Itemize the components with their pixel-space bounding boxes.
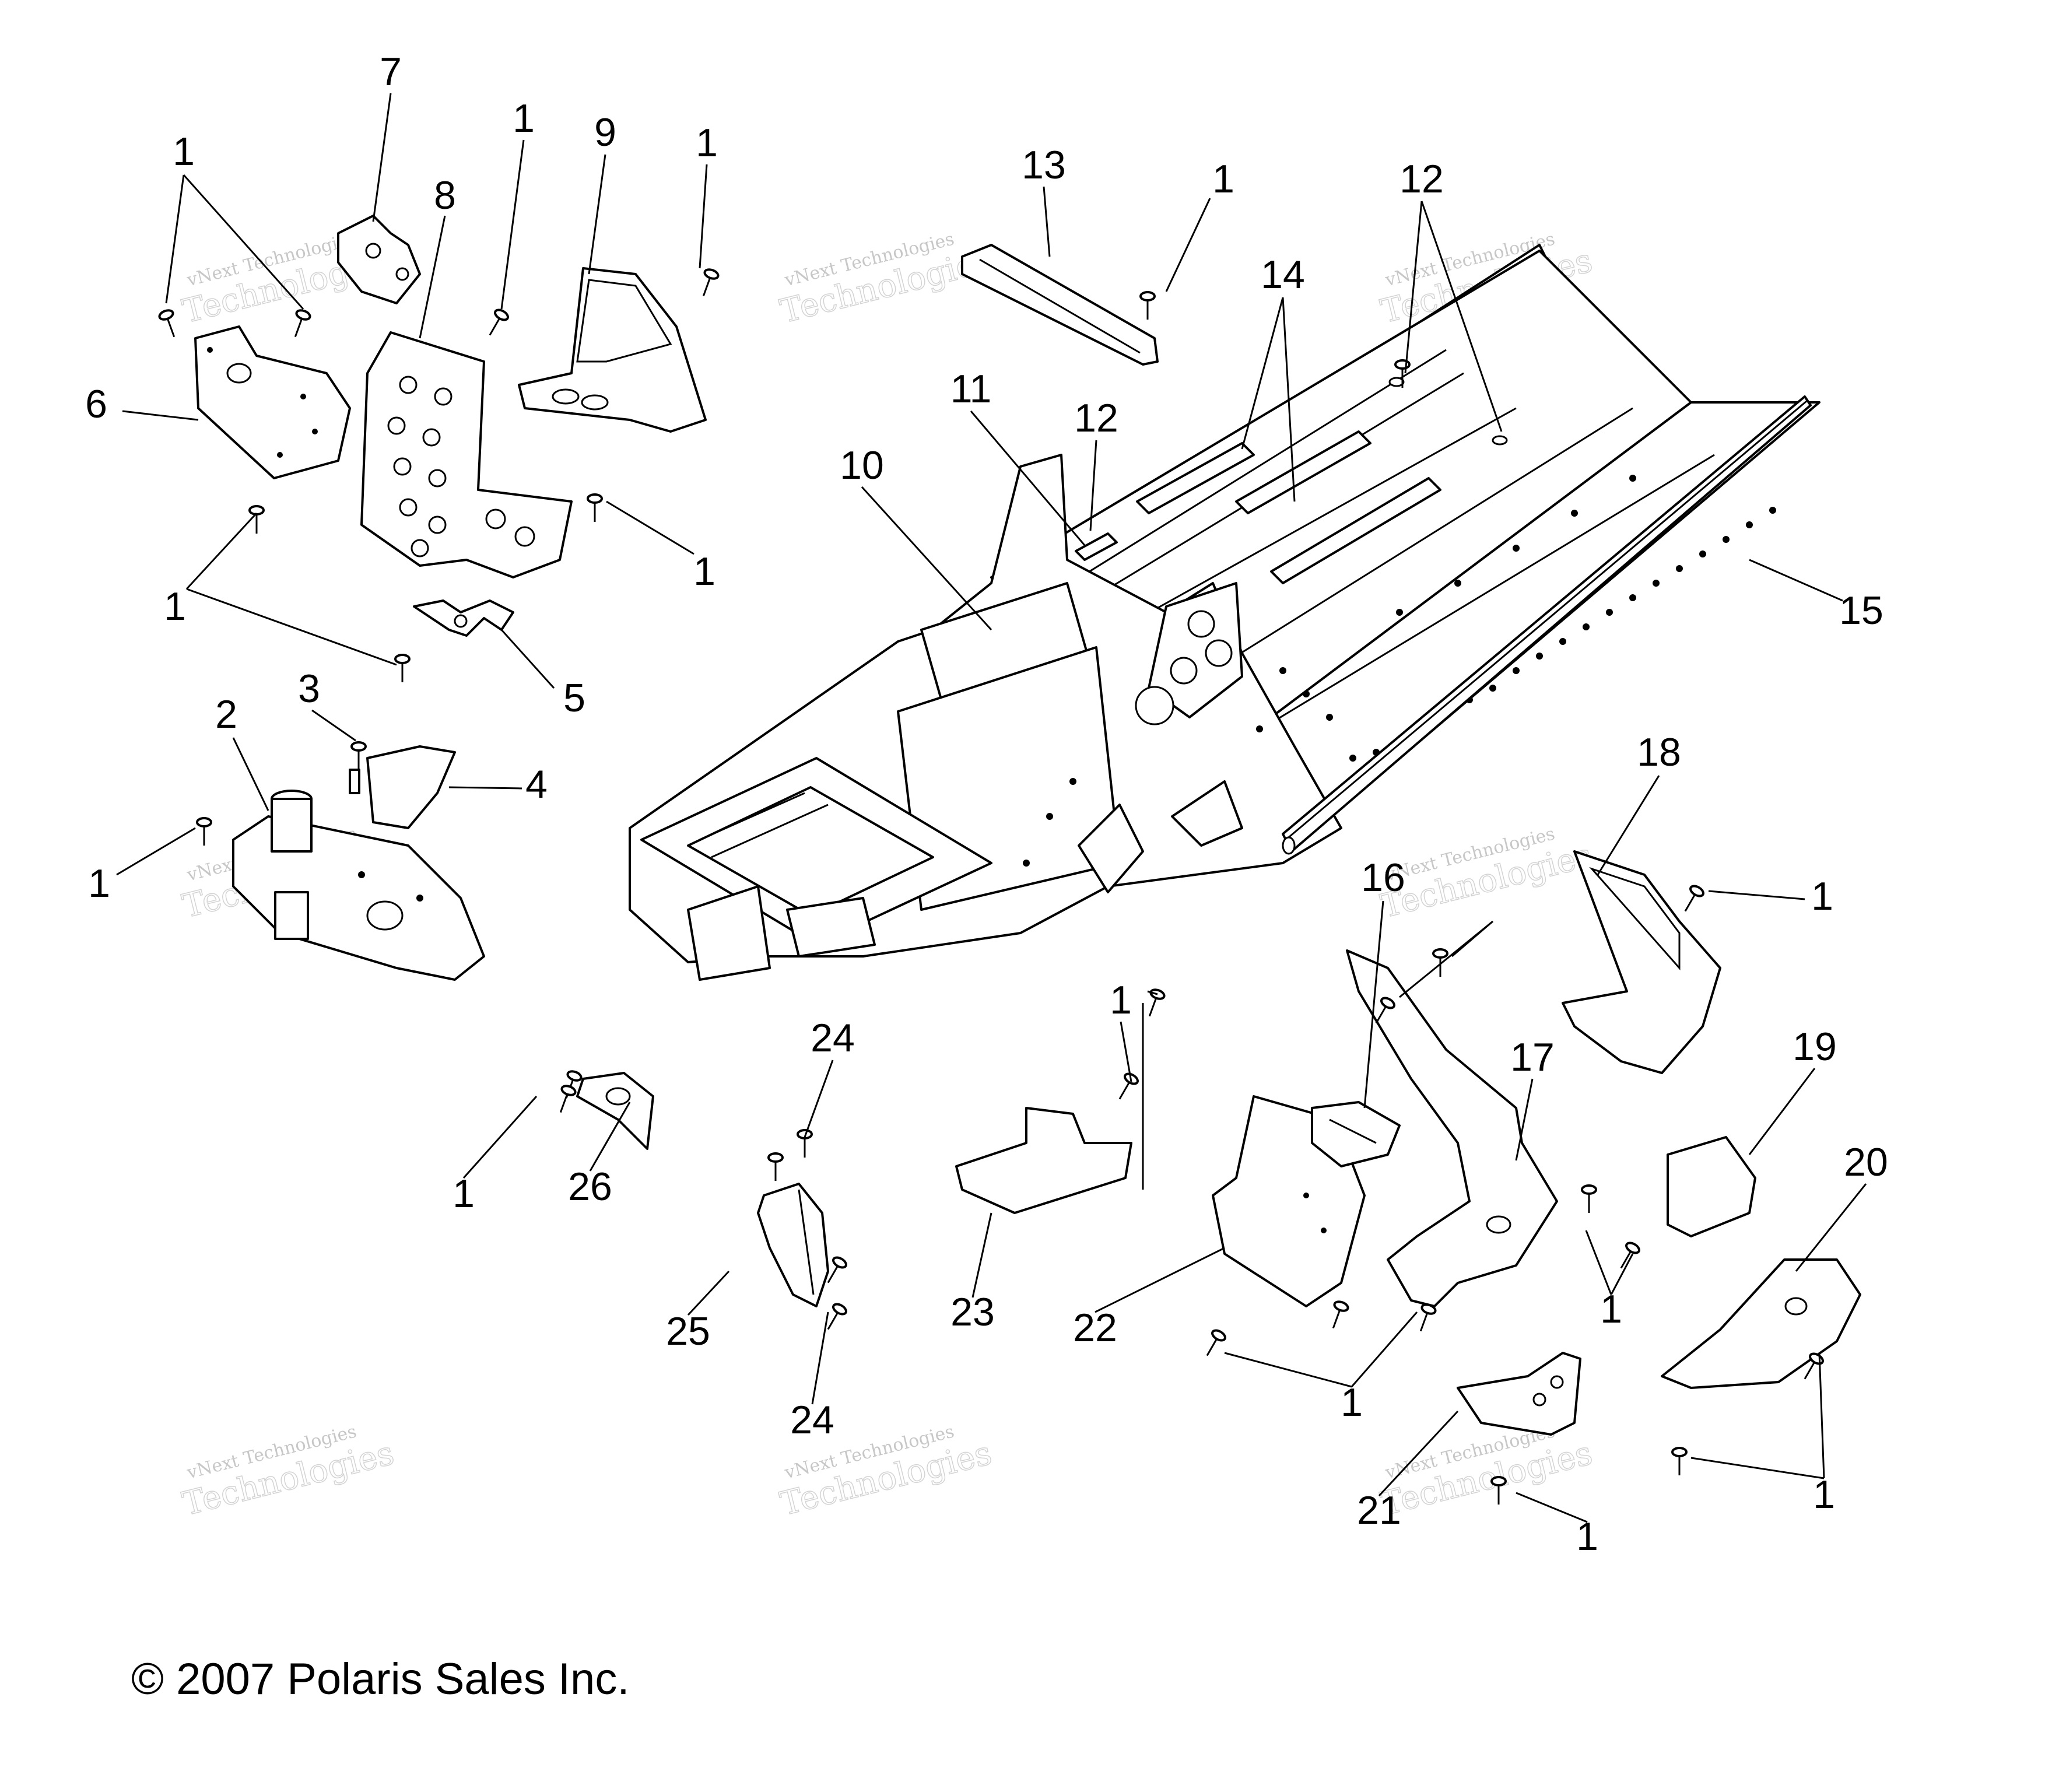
fastener-icon [559,1085,577,1113]
fastener-icon [248,505,265,534]
callout-17: 17 [1510,1035,1555,1079]
fastener-icon [394,654,411,682]
part-23-plate [955,1107,1132,1214]
callout-20: 20 [1844,1140,1888,1184]
fastener-icon [1671,1447,1688,1475]
callout-19: 19 [1793,1025,1837,1069]
part-21-bracket [1457,1352,1581,1436]
part-6-bracket [194,325,351,479]
callout-5: 5 [563,676,585,720]
callout-4: 4 [525,762,548,806]
callout-1: 1 [173,129,195,174]
fastener-icon [797,1129,813,1158]
callout-16: 16 [1361,855,1405,900]
fastener-icon [587,493,603,522]
callout-24: 24 [790,1398,834,1442]
fastener-icon [158,309,176,338]
callout-1: 1 [1212,157,1234,201]
callout-7: 7 [380,50,402,94]
fastener-icon [767,1152,784,1181]
callout-12: 12 [1399,157,1444,201]
callout-1: 1 [693,549,715,594]
callout-6: 6 [85,382,107,426]
part-25-bracket [757,1183,829,1307]
callout-1: 1 [453,1172,475,1216]
callout-1: 1 [1811,874,1833,918]
callout-3: 3 [298,667,320,711]
callout-1: 1 [88,861,110,906]
copyright-text: © 2007 Polaris Sales Inc. [131,1654,629,1704]
callout-2: 2 [215,692,237,737]
fastener-layer [158,268,1824,1505]
callout-1: 1 [1600,1287,1622,1331]
fastener-icon [1581,1184,1597,1213]
callout-1: 1 [1110,978,1132,1022]
fastener-icon [1419,1303,1437,1332]
callout-1: 1 [513,96,535,141]
fastener-icon [1620,1242,1640,1269]
callout-24: 24 [811,1016,855,1060]
callout-15: 15 [1839,588,1883,633]
main-chassis [629,244,1820,981]
callout-1: 1 [164,584,186,629]
leader-lines [116,93,1867,1523]
part-2-housing [232,790,485,981]
fastener-icon [350,741,367,770]
part-8-plate [360,331,573,578]
part-19-bracket [1667,1136,1756,1237]
part-17-frame [1346,949,1558,1307]
callout-23: 23 [950,1290,995,1334]
fastener-icon [827,1303,847,1330]
callout-18: 18 [1637,730,1681,774]
callout-25: 25 [666,1309,710,1353]
fastener-icon [1139,291,1156,320]
part-9-shield [518,267,707,433]
callout-8: 8 [434,173,456,218]
callout-12: 12 [1074,396,1118,440]
callout-1: 1 [1576,1514,1598,1559]
fastener-icon [827,1256,847,1283]
fastener-icon [565,1070,583,1099]
part-13-cover [961,244,1159,366]
part-20-plate [1661,1258,1861,1389]
fastener-icon [1684,885,1704,912]
fastener-icon [1375,997,1395,1024]
part-4-plate [349,745,456,829]
callout-14: 14 [1261,253,1305,297]
fastener-icon [1432,948,1448,977]
callout-21: 21 [1357,1488,1401,1533]
callout-1: 1 [696,121,718,165]
fastener-icon [294,309,311,338]
fastener-icon [702,268,720,297]
part-16-bracket [1311,1101,1401,1167]
part-5-bracket [413,599,514,637]
fastener-icon [489,308,509,336]
callout-9: 9 [594,110,616,155]
fastener-icon [1118,1072,1139,1100]
fastener-icon [1206,1329,1226,1356]
part-26-bracket [576,1072,654,1150]
callout-10: 10 [840,443,884,488]
part-18-shield [1562,850,1721,1074]
callout-11: 11 [950,367,992,411]
fastener-icon [196,817,212,846]
callout-22: 22 [1073,1306,1117,1350]
callout-13: 13 [1022,143,1066,187]
fastener-icon [1332,1300,1349,1329]
callout-1: 1 [1813,1472,1835,1517]
fastener-icon [1490,1476,1507,1505]
callout-1: 1 [1341,1380,1363,1425]
callout-26: 26 [568,1165,612,1209]
part-7-bracket [337,215,421,304]
